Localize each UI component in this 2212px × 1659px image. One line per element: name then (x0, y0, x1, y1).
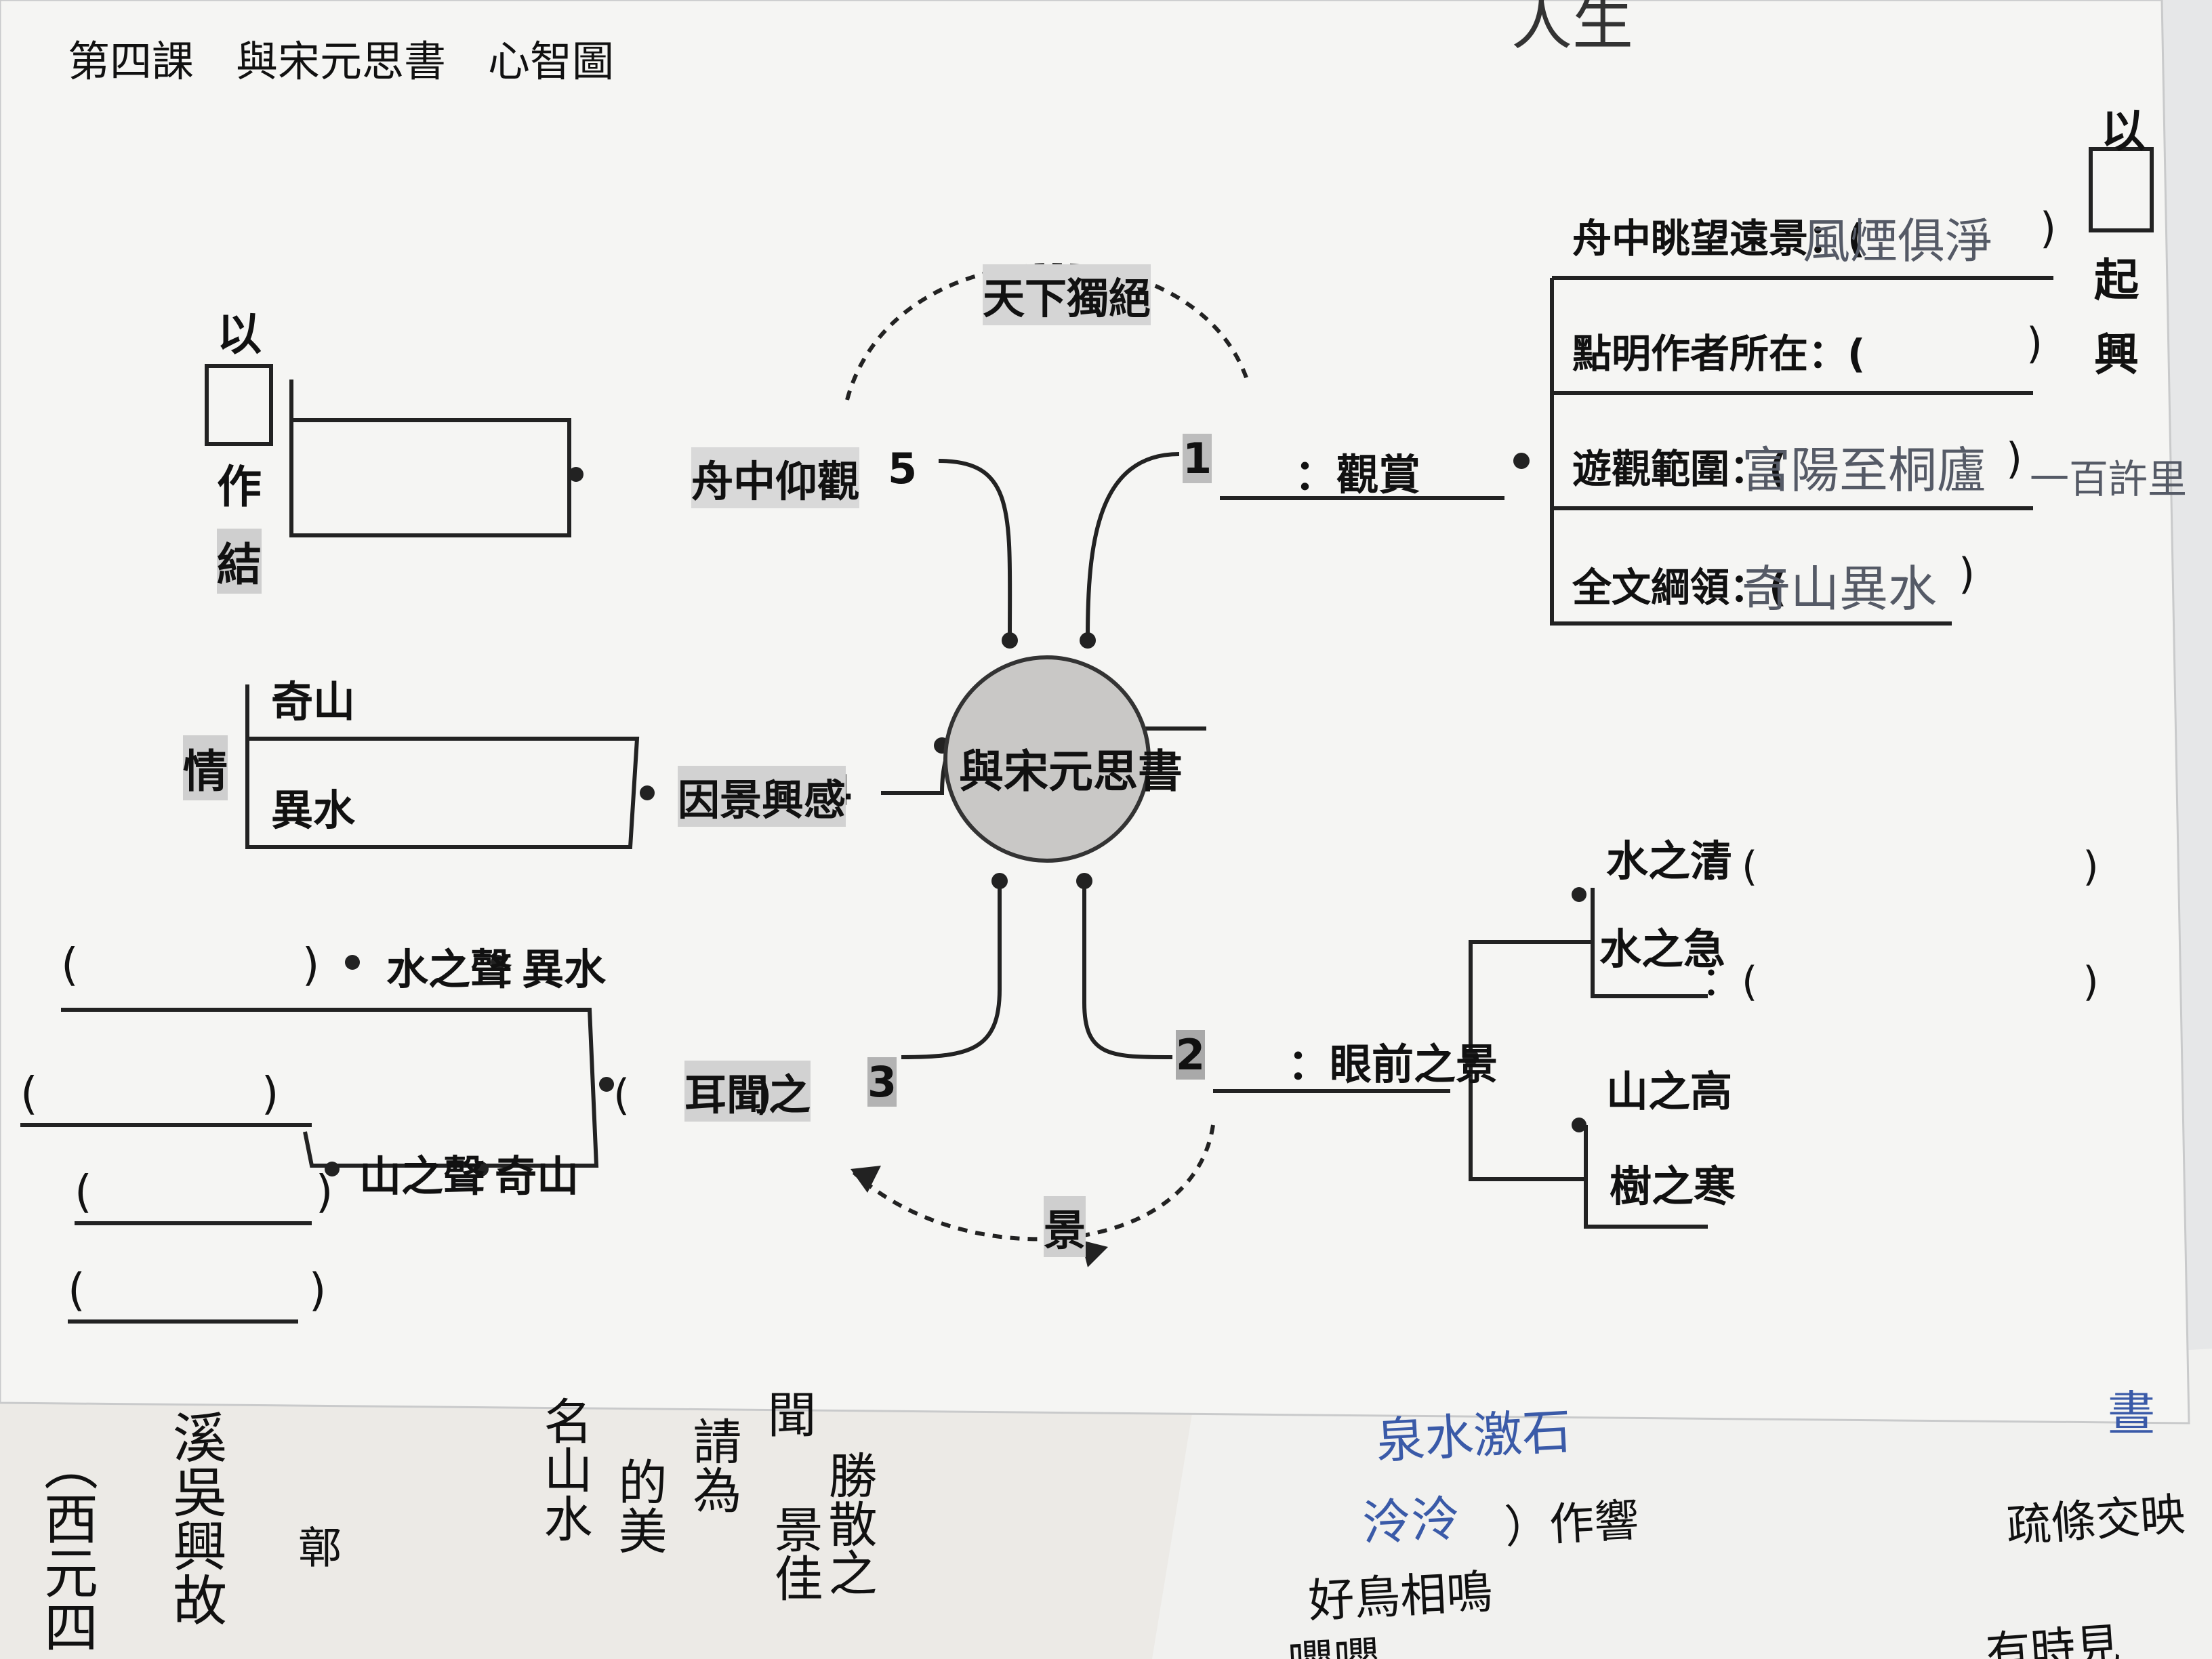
branch3-number: 3 (867, 1057, 897, 1107)
textbook-fragment: 勝散之 (820, 1450, 877, 1597)
b3-sub-water: 水之聲 (386, 945, 513, 994)
b3-mountain-blank: ( ) (20, 1067, 279, 1120)
b2-blank: ：( ) (1701, 958, 2099, 1006)
worksheet-row-print: 嚶嚶 (1286, 1621, 1382, 1659)
b1-item-close: ) (2006, 434, 2023, 483)
worksheet-row-suffix: ）作響 (1503, 1494, 1641, 1554)
branch1-label: ：觀賞 (1294, 450, 1421, 499)
b4-side-label: 情 (183, 735, 228, 800)
box-icon (2089, 147, 2154, 232)
b1-item-label: 點明作者所在：( (1572, 331, 1866, 377)
worksheet-row-print: 好鳥相鳴 (1307, 1565, 1494, 1629)
worksheet-right-col: 晝 (2108, 1386, 2155, 1441)
bottom-dotted-arc (852, 1124, 1215, 1242)
center-circle (943, 655, 1151, 863)
b1-item-answer: 奇山異水 (1742, 560, 1938, 617)
branch5-number: 5 (888, 444, 918, 493)
b3-mountain-blank: ( ) (75, 1166, 333, 1218)
textbook-fragment: 名山水 (535, 1396, 592, 1542)
b3-mountain-blank: ( ) (68, 1264, 327, 1316)
b1-item-answer: 富陽至桐廬 (1742, 442, 1986, 499)
textbook-fragment: 鄣 (291, 1525, 341, 1568)
b2-item: 樹之寒 (1610, 1162, 1736, 1211)
top-right-scribble: 人生 (1511, 0, 1633, 58)
b2-item: 水之清 (1606, 836, 1733, 886)
b1-item-label: 舟中眺望遠景：( (1572, 216, 1866, 262)
document-title: 第四課 與宋元思書 心智圖 (68, 37, 615, 86)
branch1-number: 1 (1183, 434, 1212, 483)
b3-left-blank: ( ) (613, 1070, 773, 1120)
bottom-arc-label: 景 (1044, 1196, 1086, 1257)
textbook-fragment: （西元四 (35, 1437, 98, 1654)
b1-item-label: 遊觀範圍：( (1572, 446, 1787, 492)
box-icon (205, 364, 273, 446)
top-arc-label: 天下獨絕 (983, 264, 1151, 325)
worksheet-row-hand: 泠泠 (1361, 1490, 1462, 1552)
b3-sub-mountain: 山之聲 (359, 1151, 486, 1201)
branch4-label: 因景興感 (678, 766, 846, 827)
side-label-char: 起 (2094, 254, 2139, 306)
textbook-fragment: 請為 (684, 1416, 741, 1514)
side-label-char: 以 (2101, 105, 2146, 157)
center-node-label: 與宋元思書 (959, 745, 1183, 798)
b4-item: 異水 (271, 785, 356, 835)
textbook-fragment: 聞 (759, 1389, 816, 1438)
textbook-fragment: 景佳 (766, 1504, 823, 1602)
worksheet-right-col: 有時見 (1984, 1618, 2122, 1659)
b2-blank: ：( ) (1701, 843, 2099, 890)
worksheet-row-hand: 泉水激石 (1374, 1402, 1573, 1470)
b1-item-close: ) (2026, 319, 2043, 368)
b2-item: 水之急 (1599, 924, 1726, 974)
b1-item-answer: 風煙俱淨 (1803, 213, 1992, 269)
textbook-fragment: 溪吳興故 (164, 1410, 227, 1626)
branch2-number: 2 (1176, 1030, 1206, 1080)
textbook-fragment: 的美 (610, 1457, 667, 1555)
b2-item: 山之高 (1606, 1067, 1733, 1116)
side-label-char: 作 (217, 461, 262, 513)
b1-item-close: ) (2040, 203, 2057, 253)
top-dotted-arc (845, 263, 1249, 401)
b1-item-note: 一百許里 (2030, 456, 2188, 502)
b3-water-blank: ( ) (61, 939, 320, 991)
branch5-label: 舟中仰觀 (691, 447, 860, 508)
b1-item-close: ) (1959, 549, 1975, 598)
side-label-char: 興 (2094, 329, 2139, 381)
side-label-char: 以 (217, 308, 262, 361)
branch3-label: 耳聞之 (684, 1061, 811, 1122)
b1-item-label: 全文綱領：( (1572, 565, 1787, 611)
branch2-label: ：眼前之景 (1288, 1040, 1498, 1089)
b3-sub-water-tag: 異水 (522, 945, 607, 994)
worksheet-right-col: 疏條交映 (2005, 1488, 2187, 1553)
b3-sub-mountain-tag: 奇山 (495, 1151, 579, 1201)
side-label-char: 結 (217, 529, 262, 594)
b4-item: 奇山 (271, 677, 356, 726)
